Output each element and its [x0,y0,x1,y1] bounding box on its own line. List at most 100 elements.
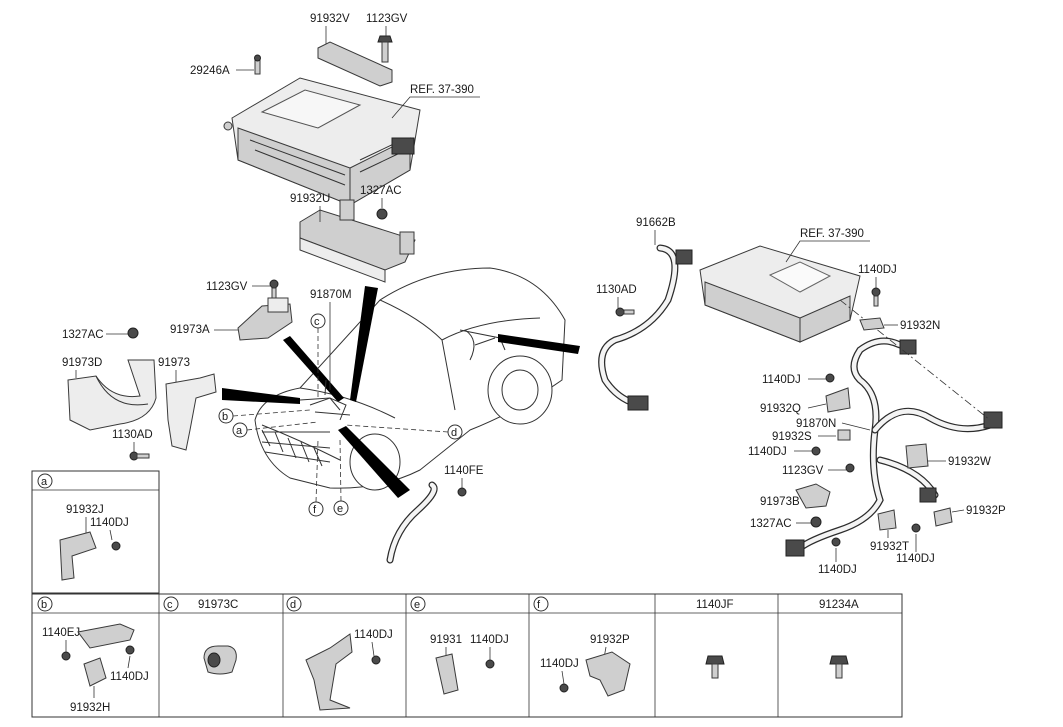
label-91932Q: 91932Q [760,403,801,415]
label-1327AC-right: 1327AC [750,518,792,530]
bracket-icon [859,317,885,331]
bracket-icon [933,507,953,527]
bolt-icon [269,279,279,299]
bolt-icon [485,659,495,669]
callout-a[interactable]: a [232,422,248,438]
label-29246A: 29246A [190,65,230,77]
detail-header-1140JF: 1140JF [696,599,734,611]
bolt-icon [559,683,569,693]
label-1123GV-mid: 1123GV [206,281,248,293]
ref-top: REF. 37-390 [410,84,474,96]
svg-text:e: e [414,599,420,611]
svg-text:b: b [222,411,228,423]
detail-e-part-2: 1140DJ [470,634,509,646]
callout-e[interactable]: e [333,500,349,516]
detail-f-callout[interactable]: f [533,596,549,612]
detail-f-part-2: 1140DJ [540,658,579,670]
bolt-icon [61,651,71,661]
detail-a-part-1: 91932J [66,504,104,516]
bolt-icon [811,446,821,456]
svg-text:d: d [451,427,457,439]
label-1327AC-top: 1327AC [360,185,402,197]
bolt-icon [125,645,135,655]
detail-b-part-2: 1140DJ [110,671,149,683]
label-91932P-right: 91932P [966,505,1006,517]
detail-b-callout[interactable]: b [37,596,53,612]
connector-icon [627,249,693,411]
label-1130AD-left: 1130AD [112,429,153,441]
label-91932S: 91932S [772,431,812,443]
label-1140DJ-r5: 1140DJ [818,564,857,576]
callout-c[interactable]: c [310,313,326,329]
label-91932U: 91932U [290,193,330,205]
svg-text:d: d [290,599,296,611]
label-91932V: 91932V [310,13,350,25]
label-91662B: 91662B [636,217,676,229]
label-1123GV-top: 1123GV [366,13,408,25]
svg-text:c: c [314,316,320,328]
label-1327AC-left: 1327AC [62,329,104,341]
callout-d[interactable]: d [447,424,463,440]
label-91973: 91973 [158,357,190,369]
clip-icon [237,297,293,341]
bracket-icon [435,653,459,695]
label-91973D: 91973D [62,357,102,369]
svg-text:a: a [41,476,48,488]
bracket-icon [837,429,851,441]
label-1140DJ-r4: 1140DJ [896,553,935,565]
detail-c-part-1: 91973C [198,599,238,611]
detail-e-callout[interactable]: e [410,596,426,612]
clip-icon [67,359,157,431]
bolt-icon [457,487,467,497]
bolt-icon [705,655,725,679]
detail-e-part-1: 91931 [430,634,462,646]
label-91973A: 91973A [170,324,210,336]
label-91973B: 91973B [760,496,800,508]
label-1140DJ-r3: 1140DJ [748,446,787,458]
clip-icon [77,623,135,649]
bolt-icon [371,655,381,665]
svg-text:b: b [41,599,47,611]
detail-b-part-1: 1140EJ [42,627,80,639]
ref-right: REF. 37-390 [800,228,864,240]
car-body-icon [254,267,566,491]
detail-c-callout[interactable]: c [163,596,179,612]
nut-icon [376,208,388,220]
bolt-icon [911,523,921,533]
label-1123GV-right: 1123GV [782,465,824,477]
clip-icon [165,373,217,451]
bolt-icon [829,655,849,679]
label-91932N: 91932N [900,320,940,332]
svg-text:f: f [313,504,317,516]
detail-d-callout[interactable]: d [286,596,302,612]
bolt-icon [254,54,261,75]
inverter-module-icon [223,77,421,206]
bolt-icon [845,463,855,473]
bracket-icon [585,651,631,697]
clip-icon [795,483,831,509]
callout-f[interactable]: f [308,501,324,517]
bolt-icon [825,373,835,383]
label-91932T: 91932T [870,541,909,553]
svg-text:a: a [236,425,243,437]
callout-b[interactable]: b [218,408,234,424]
clip-icon [203,645,237,675]
bracket-icon [59,531,97,581]
bracket-icon [825,387,851,413]
connector-icon [785,339,1003,557]
bracket-icon [305,633,353,711]
bracket-icon [905,443,929,469]
label-91870M: 91870M [310,289,352,301]
detail-header-91234A: 91234A [819,599,859,611]
detail-b-part-3: 91932H [70,702,110,714]
bolt-icon [129,451,150,461]
bracket-icon [317,41,393,87]
svg-text:f: f [537,599,541,611]
bolt-icon [831,537,841,547]
bolt-icon [615,307,635,317]
label-1130AD-right: 1130AD [596,284,637,296]
svg-text:e: e [337,503,343,515]
nut-icon [127,327,139,339]
detail-a-callout[interactable]: a [37,473,53,489]
